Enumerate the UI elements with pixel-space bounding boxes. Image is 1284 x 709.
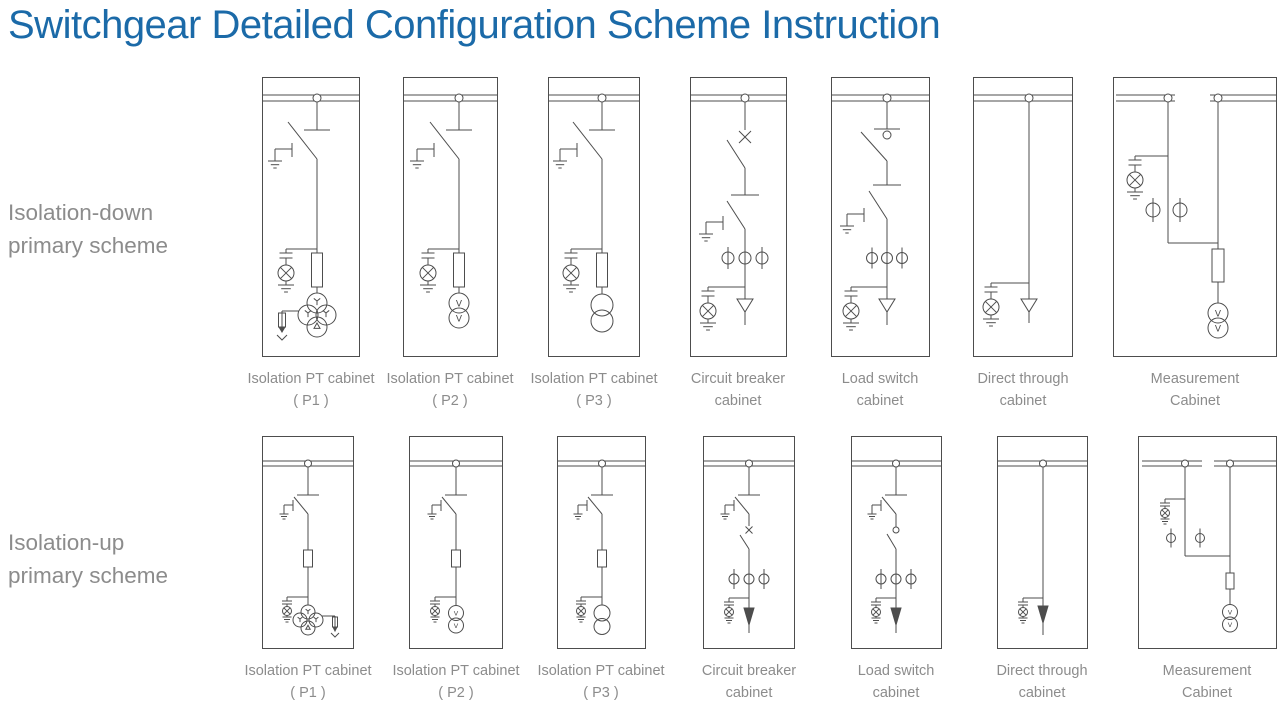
cabinet-diagram	[262, 436, 354, 649]
cabinet-diagram	[831, 77, 930, 357]
cabinet-diagram: VV	[409, 436, 503, 649]
cabinet-label: Isolation PT cabinet( P1 )	[247, 371, 375, 409]
svg-text:V: V	[1228, 621, 1233, 629]
cabinet-diagram	[262, 77, 360, 357]
cabinet-diagram	[973, 77, 1073, 357]
cabinet-diagram	[703, 436, 795, 649]
svg-text:V: V	[456, 315, 463, 325]
scheme-label-line2: primary scheme	[8, 563, 169, 588]
page-title: Switchgear Detailed Configuration Scheme…	[8, 3, 941, 47]
svg-text:V: V	[1228, 609, 1233, 617]
svg-text:V: V	[454, 610, 459, 618]
cabinet-label: Isolation PT cabinet( P2 )	[386, 371, 514, 409]
cabinet-diagram: VV	[403, 77, 498, 357]
scheme-label-line2: primary scheme	[8, 233, 169, 258]
cabinet-diagram	[851, 436, 942, 649]
cabinet-diagram	[548, 77, 640, 357]
svg-text:V: V	[1215, 325, 1222, 335]
svg-text:V: V	[454, 622, 459, 630]
cabinet-label: Isolation PT cabinet( P3 )	[530, 371, 658, 409]
cabinet-diagram: VV	[1113, 77, 1277, 357]
scheme-label-isolation-up: Isolation-up primary scheme	[8, 526, 168, 592]
scheme-label-line1: Isolation-up	[8, 530, 125, 555]
cabinet-label: Isolation PT cabinet( P1 )	[244, 663, 372, 701]
cabinet-label: Isolation PT cabinet( P2 )	[392, 663, 520, 701]
cabinet-diagram	[557, 436, 646, 649]
scheme-label-line1: Isolation-down	[8, 200, 154, 225]
svg-text:V: V	[456, 300, 463, 310]
cabinet-label: Isolation PT cabinet( P3 )	[537, 663, 665, 701]
scheme-label-isolation-down: Isolation-down primary scheme	[8, 196, 168, 262]
cabinet-diagram	[997, 436, 1088, 649]
svg-text:V: V	[1215, 310, 1222, 320]
cabinet-diagram	[690, 77, 787, 357]
cabinet-diagram: VV	[1138, 436, 1277, 649]
